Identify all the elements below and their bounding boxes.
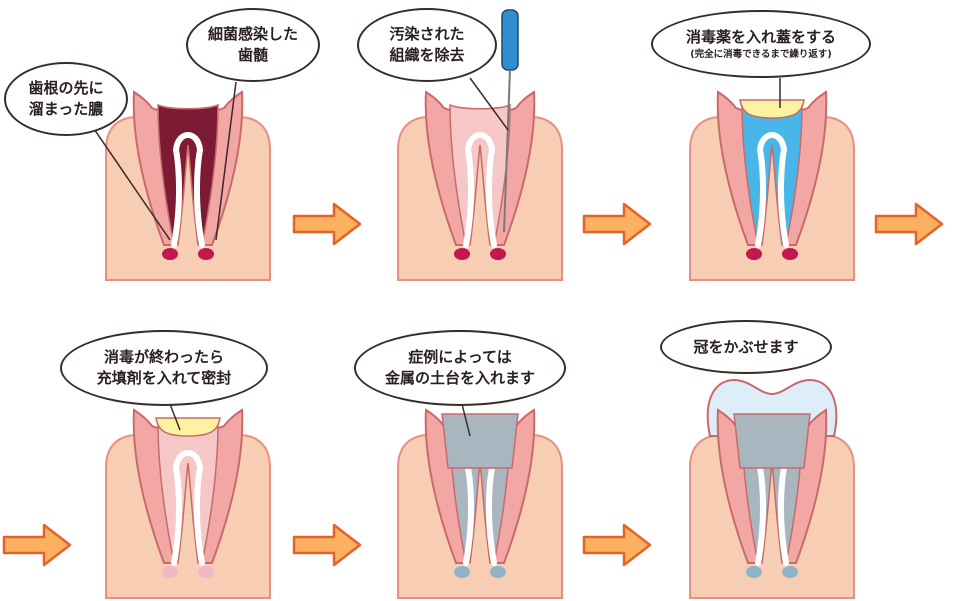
bubble-line: 溜まった膿 bbox=[28, 100, 104, 118]
tooth-panel bbox=[397, 408, 563, 599]
bubble-disinfect: 消毒薬を入れ蓋をする (完全に消毒できるまで繰り返す) bbox=[651, 10, 871, 78]
file-handle bbox=[501, 9, 519, 71]
root-tip-spot bbox=[454, 248, 470, 260]
step-arrow bbox=[2, 523, 72, 567]
file-needle bbox=[503, 69, 511, 233]
bubble-metal-core: 症例によっては 金属の土台を入れます bbox=[354, 330, 566, 406]
bubble-line: 冠をかぶせます bbox=[693, 337, 799, 356]
tooth-panel bbox=[105, 90, 271, 281]
bubble-pointer bbox=[215, 81, 237, 241]
bubble-pointer bbox=[469, 77, 509, 131]
dentin-highlight bbox=[171, 132, 205, 248]
tooth-panel bbox=[689, 378, 855, 599]
step-arrow bbox=[292, 202, 362, 246]
bubble-line: 症例によっては bbox=[408, 348, 512, 366]
bubble-line: 金属の土台を入れます bbox=[384, 369, 535, 387]
bubble-pointer bbox=[91, 125, 171, 241]
bubble-pointer bbox=[461, 403, 471, 437]
pulp-canal bbox=[449, 103, 511, 246]
temporary-filling bbox=[739, 99, 805, 119]
tooth-panel bbox=[397, 9, 563, 281]
bubble-line: 充填剤を入れて密封 bbox=[96, 369, 232, 387]
dentin-highlight bbox=[171, 450, 205, 566]
dentin-highlight bbox=[755, 132, 789, 248]
root-tip-spot bbox=[198, 248, 214, 260]
bubble-pus: 歯根の先に 溜まった膿 bbox=[4, 62, 128, 136]
root-tip-spot bbox=[746, 566, 762, 578]
bubble-note: (完全に消毒できるまで繰り返す) bbox=[690, 49, 832, 60]
metal-core-post bbox=[441, 413, 519, 469]
bubble-line: 歯髄 bbox=[237, 46, 268, 64]
bubble-infected-pulp: 細菌感染した 歯髄 bbox=[186, 8, 320, 82]
root-tip-spot bbox=[454, 566, 470, 578]
root-tip-spot bbox=[490, 566, 506, 578]
root-tip-spot bbox=[746, 248, 762, 260]
bubble-line: 汚染された bbox=[389, 25, 465, 43]
bubble-line: 歯根の先に bbox=[28, 79, 104, 97]
bubble-pointer bbox=[169, 403, 181, 431]
bubble-line: 細菌感染した bbox=[207, 25, 298, 43]
root-tip-spot bbox=[782, 248, 798, 260]
step-arrow bbox=[874, 202, 944, 246]
metal-core-post bbox=[733, 413, 811, 469]
pulp-canal bbox=[157, 103, 219, 246]
root-tip-spot bbox=[490, 248, 506, 260]
tooth-panel bbox=[105, 408, 271, 599]
root-tip-spot bbox=[198, 566, 214, 578]
root-tip-spot bbox=[782, 566, 798, 578]
bubble-line: 消毒が終わったら bbox=[103, 348, 224, 366]
temporary-filling bbox=[155, 417, 221, 437]
bubble-remove-tissue: 汚染された 組織を除去 bbox=[357, 8, 497, 82]
dentin-highlight bbox=[463, 132, 497, 248]
step-arrow bbox=[582, 523, 652, 567]
root-tip-spot bbox=[162, 566, 178, 578]
tooth-panel bbox=[689, 90, 855, 281]
bubble-crown: 冠をかぶせます bbox=[660, 320, 832, 374]
bubble-seal: 消毒が終わったら 充填剤を入れて密封 bbox=[60, 330, 268, 406]
root-tip-spot bbox=[162, 248, 178, 260]
step-arrow bbox=[582, 202, 652, 246]
bubble-line: 組織を除去 bbox=[389, 46, 465, 64]
bubble-line: 消毒薬を入れ蓋をする bbox=[685, 28, 836, 46]
step-arrow bbox=[292, 523, 362, 567]
